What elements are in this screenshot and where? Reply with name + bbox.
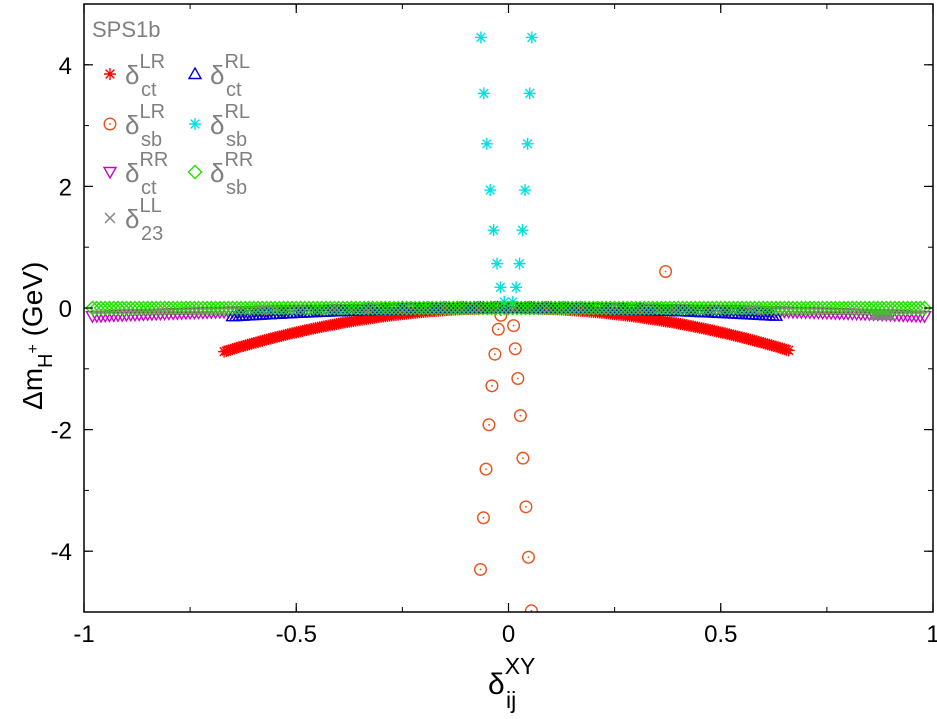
series-sb_LR [473, 265, 673, 612]
y-tick-label: -4 [51, 539, 72, 566]
point-ct_RR [917, 310, 932, 324]
legend-marker-ct_RL [187, 66, 203, 80]
point-sb_LR [516, 451, 530, 465]
point-sb_RL [519, 184, 532, 197]
point-sb_RL [480, 137, 493, 150]
point-sb_LR [488, 347, 502, 361]
point-sb_RR [772, 300, 788, 316]
point-ct_RL [768, 308, 784, 321]
point-sb_LR [491, 322, 505, 336]
point-sb_LR [524, 604, 538, 612]
x-tick-label: 0 [502, 621, 515, 648]
point-sb_RL [510, 281, 523, 294]
y-label-text: ΔmH+ (GeV) [17, 262, 57, 410]
legend-marker-ct_RR [102, 166, 118, 180]
legend-marker-23_LL [104, 212, 116, 224]
point-sb_LR [521, 550, 535, 564]
point-sb_RL [477, 87, 490, 100]
chart-title: SPS1b [92, 17, 161, 42]
point-sb_RL [513, 257, 526, 270]
point-sb_RL [525, 31, 538, 44]
point-sb_LR [519, 500, 533, 514]
point-sb_RL [484, 184, 497, 197]
point-sb_RR [917, 300, 932, 316]
series-sb_RR [85, 300, 932, 316]
point-sb_LR [507, 319, 521, 333]
point-sb_RL [521, 137, 534, 150]
legend-marker-ct_LR [104, 68, 116, 80]
point-sb_LR [659, 265, 673, 279]
x-tick-label: -1 [73, 621, 94, 648]
point-sb_LR [508, 342, 522, 356]
x-tick-label: 1 [926, 621, 937, 648]
point-sb_LR [476, 511, 490, 525]
axis-ticks: -1 -0.5 0 0.5 1 -4 -2 0 2 4 [51, 3, 937, 648]
point-sb_RL [474, 31, 487, 44]
legend-marker-sb_LR [103, 117, 117, 131]
point-sb_RL [494, 281, 507, 294]
point-ct_LR [782, 344, 795, 357]
point-sb_LR [479, 462, 493, 476]
y-tick-label: 4 [59, 53, 72, 80]
data-marks [85, 31, 932, 612]
point-sb_RR [912, 300, 928, 316]
y-tick-label: 2 [59, 174, 72, 201]
point-sb_RL [523, 87, 536, 100]
y-tick-label: -2 [51, 418, 72, 445]
point-sb_LR [513, 409, 527, 423]
point-sb_LR [485, 379, 499, 393]
point-sb_RL [516, 224, 529, 237]
x-tick-label: 0.5 [704, 621, 737, 648]
point-sb_LR [511, 372, 525, 386]
point-sb_LR [482, 418, 496, 432]
point-sb_LR [473, 562, 487, 576]
x-tick-label: -0.5 [276, 621, 317, 648]
y-tick-label: 0 [59, 296, 72, 323]
point-sb_RL [487, 224, 500, 237]
y-axis-label: ΔmH+ (GeV) [17, 262, 57, 410]
series-sb_RL [474, 31, 538, 308]
legend-marker-sb_RL [189, 118, 201, 130]
point-sb_RL [491, 257, 504, 270]
legend-marker-sb_RR [187, 164, 203, 180]
